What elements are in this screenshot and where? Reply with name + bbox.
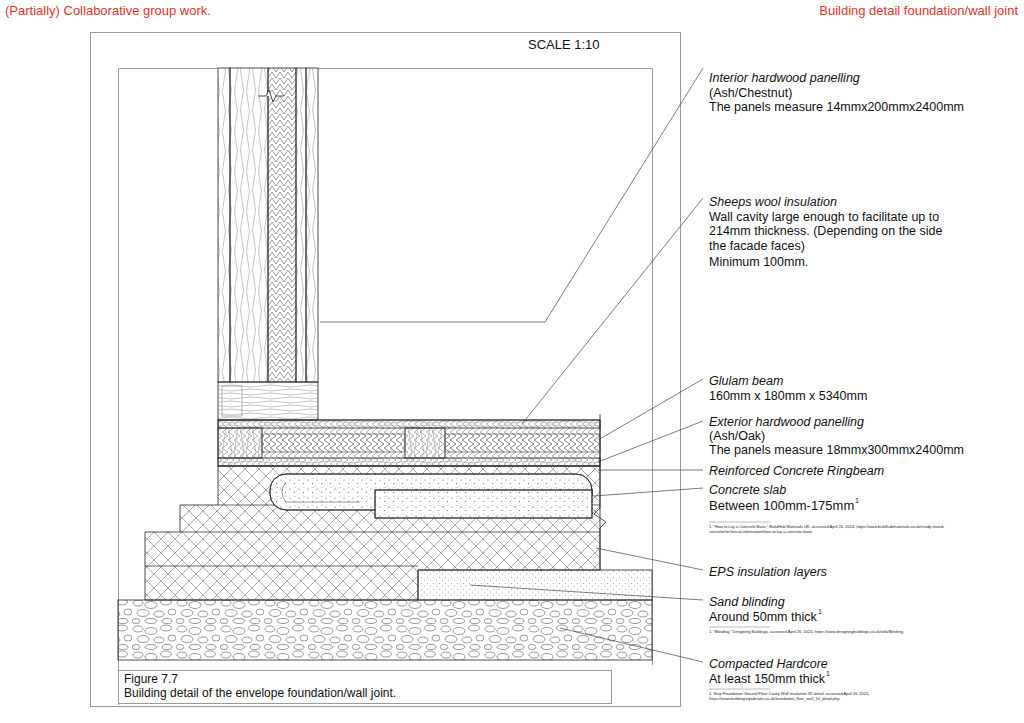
callout-text: The panels measure 14mmx200mmx2400mm	[709, 100, 964, 114]
callout-heading: Compacted Hardcore	[709, 657, 828, 671]
footnote: 1. “Blinding,” Designing Buildings, acce…	[709, 630, 959, 635]
page-heading: Building detail foundation/wall joint	[819, 4, 1018, 19]
callout-text: Wall cavity large enough to facilitate u…	[709, 210, 961, 253]
callout-text: 160mm x 180mm x 5340mm	[709, 389, 867, 403]
footnote-mark: 1	[818, 608, 822, 616]
callout-heading: Sheeps wool insulation	[709, 195, 837, 209]
callout-heading: Concrete slab	[709, 483, 786, 497]
callout-text: Around 50mm thick	[709, 610, 817, 624]
footnote-mark: 1	[855, 497, 859, 505]
callout-heading: Interior hardwood panelling	[709, 71, 860, 85]
footnote: 1. “How to Lay a Concrete Base,” BuildHu…	[709, 525, 959, 534]
figure-caption-box: Figure 7.7Building detail of the envelop…	[118, 670, 612, 704]
footnote: 1. Strip Foundation Ground Floor Cavity …	[709, 692, 959, 701]
callout-text: Minimum 100mm.	[709, 255, 808, 269]
callout-heading: Exterior hardwood panelling	[709, 415, 864, 429]
callout-heading: Sand blinding	[709, 595, 785, 609]
callout-heading: Reinforced Concrete Ringbeam	[709, 464, 884, 478]
figure-caption: Building detail of the envelope foundati…	[124, 687, 606, 701]
footnote-mark: 1	[826, 670, 830, 678]
callout-text: At least 150mm thick	[709, 672, 825, 686]
callout-text: (Partially) Collaborative group work.	[5, 4, 211, 19]
callout-text: The panels measure 18mmx300mmx2400mm	[709, 443, 964, 457]
callout-text: (Ash/Oak)	[709, 429, 765, 443]
callout-text: SCALE 1:10	[528, 38, 600, 53]
callout-text: Between 100mm-175mm	[709, 499, 854, 514]
callout-heading: Glulam beam	[709, 374, 783, 388]
figure-number: Figure 7.7	[124, 673, 606, 687]
callout-text: (Ash/Chestnut)	[709, 86, 792, 100]
callout-heading: EPS insulation layers	[709, 565, 827, 579]
